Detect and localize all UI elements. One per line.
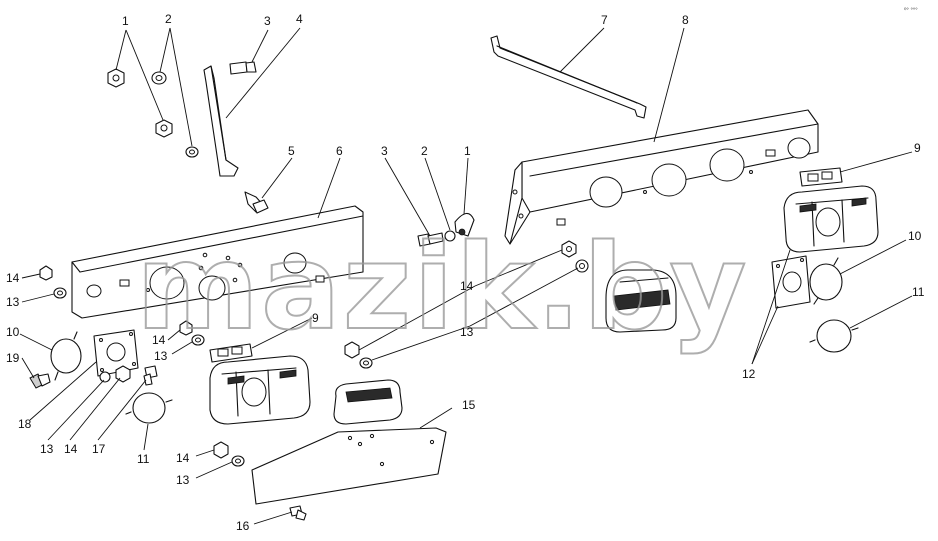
watermark-text: mazik.by (136, 218, 748, 356)
callout-15: 15 (462, 398, 476, 412)
washer-part-2-center (444, 230, 456, 242)
bolt-part-3-top (229, 61, 257, 75)
callout-1-center: 1 (464, 144, 471, 158)
callout-5: 5 (288, 144, 295, 158)
right-panel-beam-part-8 (504, 109, 819, 245)
lens-part-11-right (809, 319, 859, 353)
leader-lines (19, 27, 913, 525)
angle-bracket-part-4 (203, 65, 239, 177)
callout-2-center: 2 (421, 144, 428, 158)
callout-8: 8 (682, 13, 689, 27)
gasket-part-10-left (50, 331, 82, 381)
callout-1-top-left: 1 (122, 14, 129, 28)
gasket-plate-part-9-left (209, 343, 253, 363)
nut-part-1-top-left (107, 68, 125, 88)
bolt-part-16 (289, 505, 307, 521)
washer-part-13-small (191, 334, 205, 346)
callout-16: 16 (236, 519, 250, 533)
nut-part-14-small (179, 320, 193, 336)
callout-13-center: 13 (460, 325, 474, 339)
nut-part-14-lower (213, 441, 229, 459)
callout-11-right: 11 (912, 285, 925, 299)
lens-part-11-left (125, 392, 173, 424)
callout-3-center: 3 (381, 144, 388, 158)
lamp-housing-center (605, 269, 677, 333)
nut-part-14-left (39, 265, 53, 281)
callout-3-top-left: 3 (264, 14, 271, 28)
washer-part-13-center (575, 259, 589, 273)
callout-13-small: 13 (154, 349, 168, 363)
washer-part-13-lower (231, 455, 245, 467)
nut-part-14-left-cluster (115, 365, 131, 383)
washer-part-13-lower-center (359, 357, 373, 369)
callout-11-left: 11 (137, 452, 150, 466)
callout-14-left: 14 (6, 271, 20, 285)
bolt-part-5 (244, 191, 269, 214)
washer-part-13-left-cluster (99, 371, 111, 383)
callout-10-right: 10 (908, 229, 922, 243)
lamp-housing-right (783, 185, 879, 253)
callout-9-left: 9 (312, 311, 319, 325)
bolt-part-17 (143, 365, 158, 386)
callout-17: 17 (92, 442, 106, 456)
callout-9-right: 9 (914, 141, 921, 155)
callout-14-lower: 14 (176, 451, 190, 465)
mounting-plate-part-18 (93, 329, 139, 377)
lamp-housing-left (209, 355, 311, 425)
callout-12: 12 (742, 367, 756, 381)
callout-14-left-cluster: 14 (64, 442, 78, 456)
bolt-part-3-center (417, 232, 444, 247)
mounting-plate-part-12 (771, 255, 811, 309)
callout-7: 7 (601, 13, 608, 27)
callout-19: 19 (6, 351, 20, 365)
plate-part-15 (251, 427, 447, 505)
callout-4: 4 (296, 12, 303, 26)
strap-bracket-part-7 (490, 35, 647, 119)
callout-14-center: 14 (460, 279, 474, 293)
washer-part-2-top-left (151, 71, 167, 85)
nut-part-14-lower-center (344, 341, 360, 359)
callout-14-small: 14 (152, 333, 166, 347)
callout-18: 18 (18, 417, 32, 431)
oval-lamp-center (333, 379, 403, 425)
gasket-part-10-right (809, 257, 843, 305)
callout-2-top-left: 2 (165, 12, 172, 26)
washer-part-2-mid-left (185, 146, 199, 158)
gasket-plate-part-9-right (799, 167, 843, 187)
callout-13-lower: 13 (176, 473, 190, 487)
corner-mark: ⁰° °°° (904, 7, 918, 14)
callout-10-left: 10 (6, 325, 20, 339)
left-panel-beam-part-6 (71, 205, 364, 319)
callout-6: 6 (336, 144, 343, 158)
nut-part-1-mid-left (155, 119, 173, 138)
nut-part-1-center (454, 212, 475, 237)
callout-13-left-cluster: 13 (40, 442, 54, 456)
callout-13-left: 13 (6, 295, 20, 309)
washer-part-13-left (53, 287, 67, 299)
nut-part-14-center (561, 240, 577, 258)
